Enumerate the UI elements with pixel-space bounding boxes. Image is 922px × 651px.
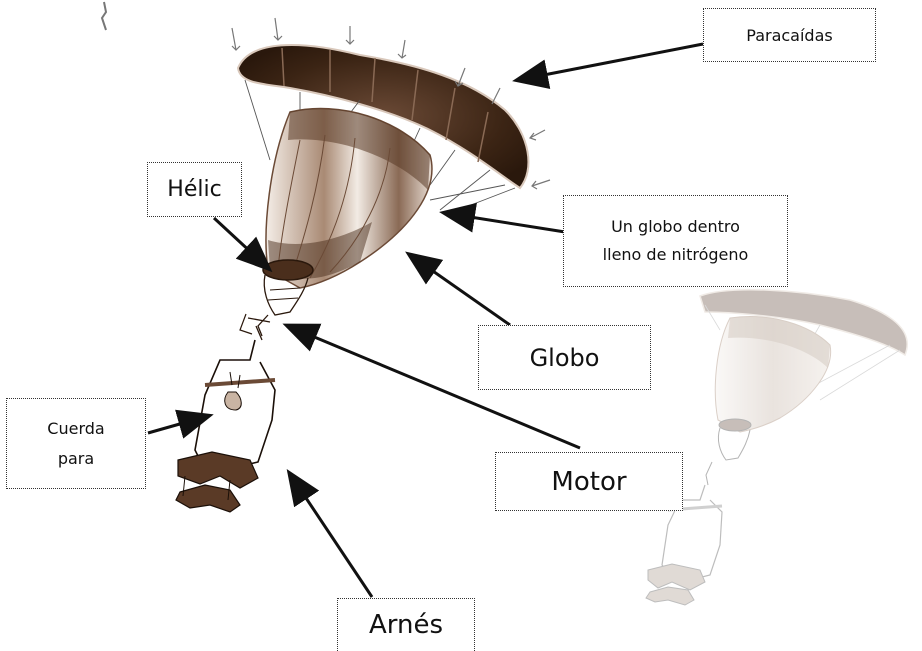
label-arnes: Arnés: [337, 598, 475, 651]
arrow-paracaidas: [518, 44, 703, 80]
label-helic: Hélic: [147, 162, 242, 217]
faded-duplicate-drawing: [646, 290, 907, 605]
label-globo-dentro: Un globo dentro lleno de nitrógeno: [563, 195, 788, 287]
label-globo: Globo: [478, 325, 651, 390]
label-globo-dentro-line1: Un globo dentro: [611, 213, 740, 241]
arrow-helic: [214, 218, 268, 268]
label-globo-text: Globo: [530, 344, 600, 372]
label-cuerda-line1: Cuerda: [47, 414, 104, 444]
motor-assembly: [240, 260, 313, 340]
label-cuerda: Cuerda para: [6, 398, 146, 489]
label-motor-text: Motor: [551, 467, 626, 497]
label-cuerda-line2: para: [58, 444, 94, 474]
arrow-globo: [410, 255, 510, 325]
arrow-arnes: [290, 474, 372, 597]
harness: [176, 340, 275, 512]
label-motor: Motor: [495, 452, 683, 511]
arrow-globo-dentro: [445, 213, 565, 232]
label-paracaidas-text: Paracaídas: [746, 26, 832, 45]
label-paracaidas: Paracaídas: [703, 8, 876, 62]
small-mark-icon: [102, 2, 106, 30]
label-helic-text: Hélic: [167, 177, 221, 202]
label-arnes-text: Arnés: [369, 610, 443, 640]
label-globo-dentro-line2: lleno de nitrógeno: [603, 241, 749, 269]
